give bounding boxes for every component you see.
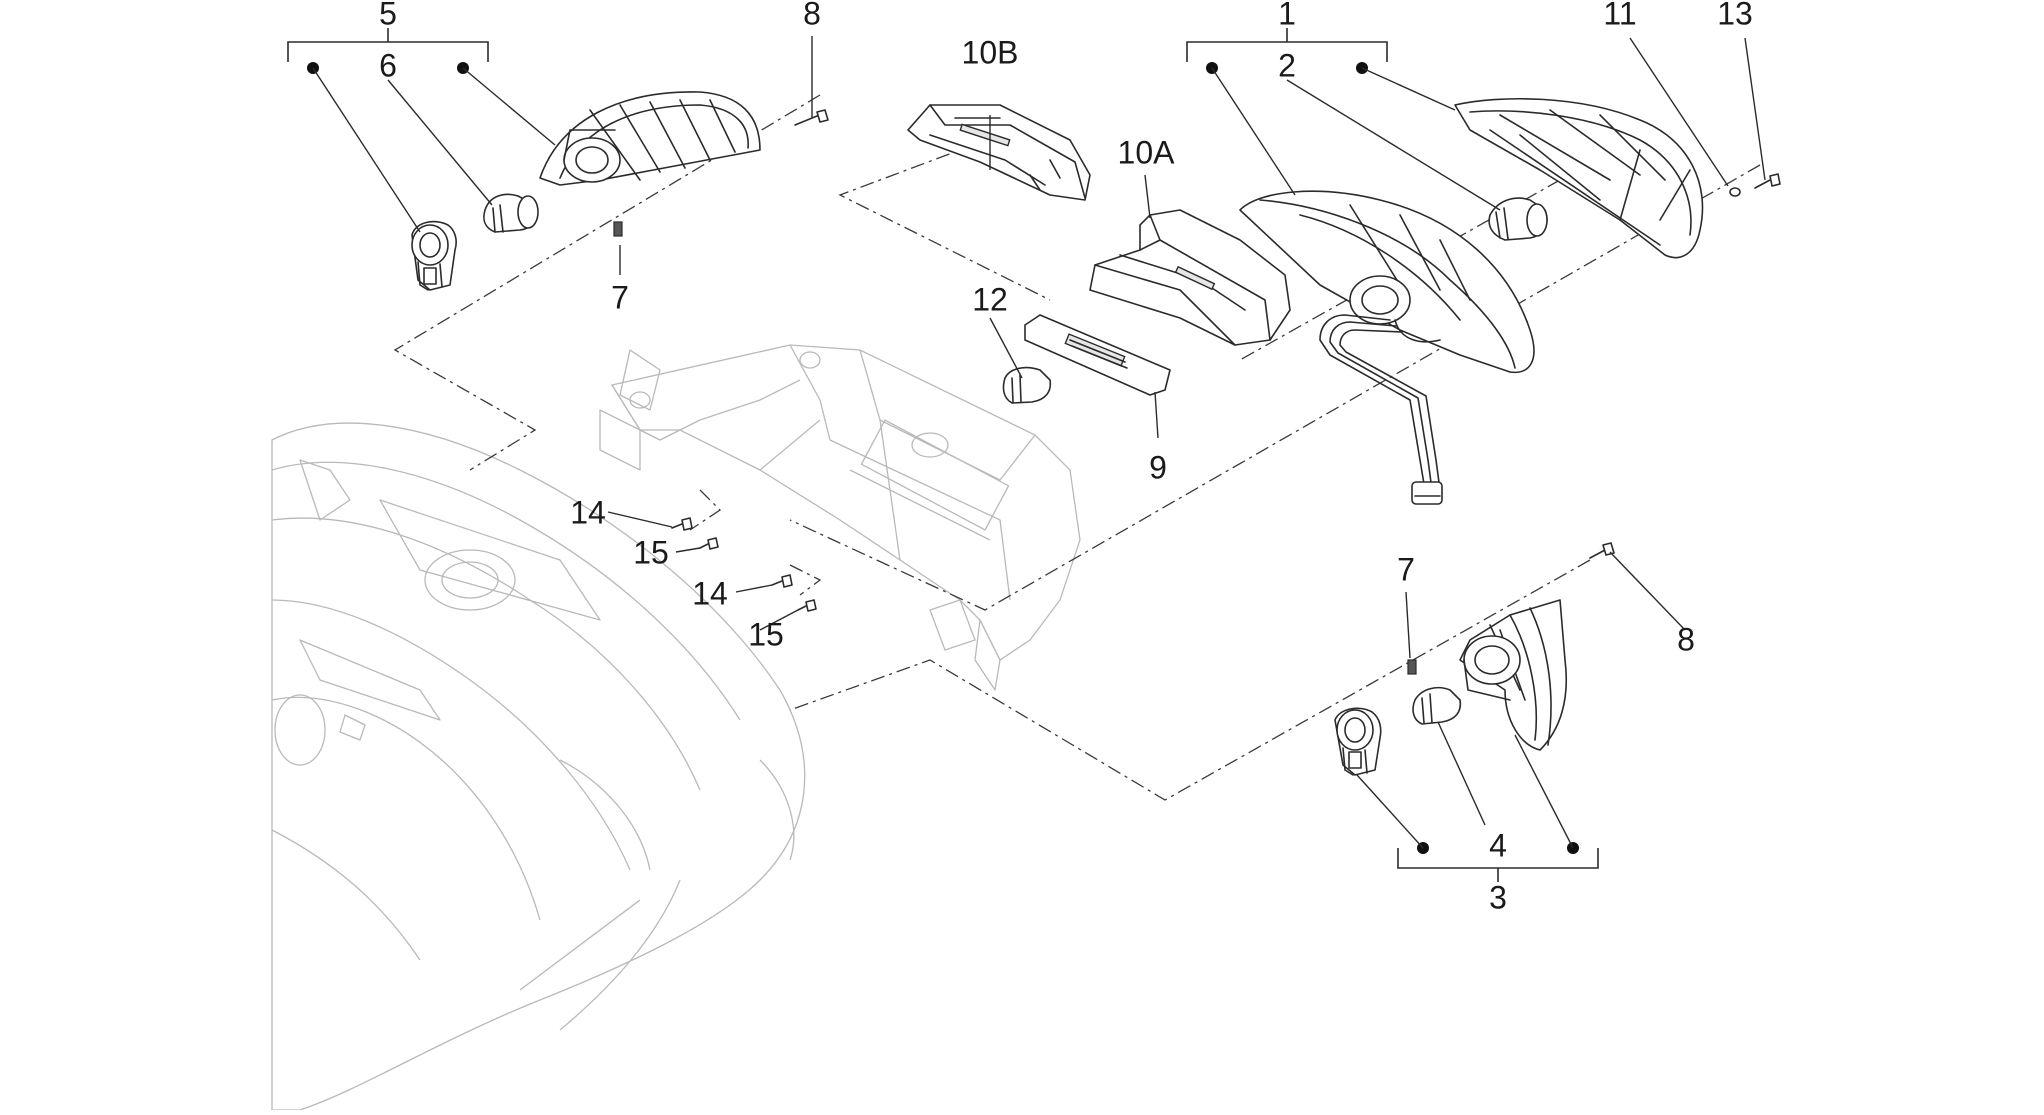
- right-indicator-lens: [1459, 599, 1568, 751]
- callout-11: 11: [1603, 0, 1636, 31]
- screw-15-upper: [699, 537, 719, 550]
- washer-13: [1729, 187, 1741, 197]
- left-indicator-bulb: [483, 193, 539, 233]
- callout-8-top: 8: [803, 0, 821, 31]
- callout-9: 9: [1149, 449, 1167, 485]
- callout-13: 13: [1717, 0, 1753, 31]
- right-bulb-socket: [1334, 707, 1382, 776]
- callout-7-top: 7: [611, 279, 629, 315]
- callout-15-upper: 15: [633, 534, 669, 570]
- right-spring-clip: [1407, 659, 1417, 675]
- licence-light-bulb-12: [1002, 366, 1052, 404]
- screw-14-lower: [771, 574, 793, 588]
- scooter-rear-body-ghost: [271, 422, 806, 1111]
- callout-7-right: 7: [1397, 551, 1415, 587]
- callout-10a: 10A: [1118, 134, 1176, 170]
- callout-4: 4: [1489, 827, 1507, 863]
- callout-15-lower: 15: [748, 616, 784, 652]
- callout-8-right: 8: [1677, 621, 1695, 657]
- callout-2: 2: [1278, 47, 1296, 83]
- group-bracket-3: [1397, 842, 1599, 882]
- tail-light-wiring: [1319, 314, 1443, 505]
- left-screw-8: [794, 109, 829, 126]
- callout-10b: 10B: [962, 34, 1019, 70]
- tail-light-unit-1: [1239, 190, 1535, 374]
- callout-5: 5: [379, 0, 397, 31]
- callout-labels: 5 6 7 8 10B 1 2 11 13 10A 12 9 14 15 14 …: [379, 0, 1753, 915]
- left-spring-clip: [613, 221, 623, 237]
- left-indicator-lens: [539, 91, 761, 186]
- licence-light-lens-9: [1024, 314, 1171, 396]
- callout-3: 3: [1489, 879, 1507, 915]
- rear-light-mount-ghost: [599, 344, 1081, 691]
- screw-14-upper: [671, 517, 693, 531]
- callout-6: 6: [379, 47, 397, 83]
- tail-light-bulb-2: [1488, 197, 1548, 241]
- callout-12: 12: [972, 281, 1008, 317]
- right-screw-8: [1589, 542, 1615, 559]
- left-bulb-socket: [411, 220, 457, 291]
- screw-13: [1754, 173, 1781, 189]
- right-indicator-bulb: [1412, 686, 1462, 725]
- screw-15-lower: [797, 599, 817, 612]
- licence-light-housing-10b: [907, 104, 1091, 201]
- licence-light-case-10a: [1089, 209, 1291, 346]
- leader-lines: [312, 36, 1766, 849]
- callout-14-upper: 14: [570, 494, 606, 530]
- callout-1: 1: [1278, 0, 1296, 31]
- tail-light-lens-11: [1454, 97, 1704, 259]
- callout-14-lower: 14: [692, 575, 728, 611]
